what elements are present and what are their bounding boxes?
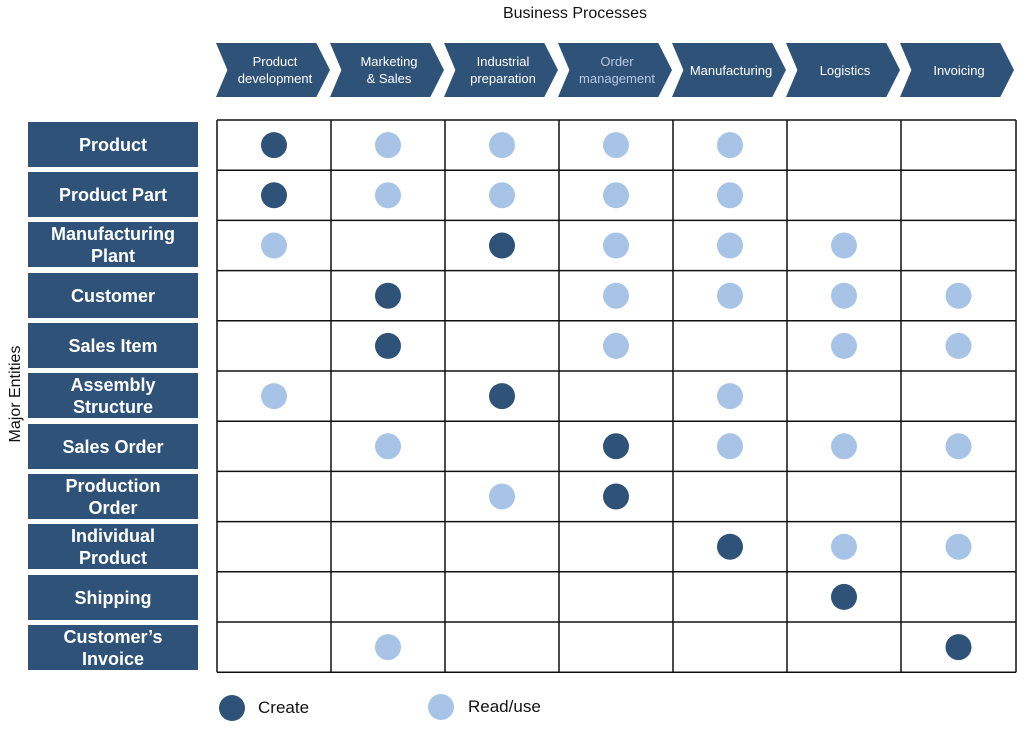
process-label: Marketing & Sales <box>360 54 418 86</box>
read-marker <box>945 433 972 460</box>
process-label: Industrial preparation <box>470 54 536 86</box>
read-marker <box>831 433 857 460</box>
read-marker <box>831 533 857 560</box>
create-marker <box>375 332 401 359</box>
entity-label: Customer <box>70 285 155 306</box>
process-label: Invoicing <box>933 62 985 78</box>
entity-8: Individual Product <box>28 524 198 569</box>
create-marker <box>603 433 629 460</box>
entity-9: Shipping <box>28 575 198 620</box>
process-2: Industrial preparation <box>444 43 558 97</box>
read-marker <box>261 232 287 259</box>
process-label: Product development <box>237 54 313 86</box>
create-marker <box>261 182 287 209</box>
read-marker <box>375 182 401 209</box>
read-marker <box>831 282 857 309</box>
read-marker <box>717 282 743 309</box>
entity-label: Manufacturing Plant <box>51 223 175 266</box>
read-marker <box>375 433 401 460</box>
read-marker <box>375 132 401 159</box>
entity-label: Customer’s Invoice <box>63 626 163 669</box>
read-marker <box>489 182 515 209</box>
process-1: Marketing & Sales <box>330 43 444 97</box>
read-marker <box>603 332 629 359</box>
process-label: Order management <box>579 54 655 86</box>
entity-2: Manufacturing Plant <box>28 222 198 267</box>
entity-label: Shipping <box>74 587 152 608</box>
read-marker <box>603 232 629 259</box>
create-marker <box>375 282 401 309</box>
create-marker <box>603 483 629 510</box>
read-marker <box>831 332 857 359</box>
entity-10: Customer’s Invoice <box>28 625 198 670</box>
entity-label: Individual Product <box>70 525 155 568</box>
process-label: Logistics <box>819 62 871 78</box>
read-marker <box>945 533 972 560</box>
entity-3: Customer <box>28 273 198 318</box>
entity-4: Sales Item <box>28 323 198 368</box>
create-marker <box>489 232 515 259</box>
read-marker <box>717 433 743 460</box>
read-marker <box>603 182 629 209</box>
process-5: Logistics <box>786 43 900 97</box>
process-6: Invoicing <box>900 43 1014 97</box>
process-3: Order management <box>558 43 672 97</box>
chart-title: Business Processes <box>502 5 648 22</box>
entity-label: Production Order <box>65 475 161 518</box>
create-marker <box>261 132 287 159</box>
entity-6: Sales Order <box>28 424 198 469</box>
entity-0: Product <box>28 122 198 167</box>
entity-5: Assembly Structure <box>28 373 198 418</box>
process-4: Manufacturing <box>672 43 786 97</box>
process-label: Manufacturing <box>689 62 773 78</box>
entity-label: Sales Item <box>68 335 158 356</box>
read-marker <box>717 182 743 209</box>
process-header-row: Product development Marketing & Sales Indu… <box>0 0 1024 110</box>
read-marker <box>945 332 972 359</box>
read-marker <box>717 132 743 159</box>
read-marker <box>831 232 857 259</box>
entity-1: Product Part <box>28 172 198 217</box>
read-marker <box>375 634 401 661</box>
read-marker <box>603 282 629 309</box>
read-marker <box>489 483 515 510</box>
read-marker <box>945 282 972 309</box>
read-marker <box>717 232 743 259</box>
read-marker <box>489 132 515 159</box>
create-marker <box>489 383 515 410</box>
entity-label: Product <box>78 134 147 155</box>
create-marker <box>717 533 743 560</box>
read-marker <box>261 383 287 410</box>
entity-label: Assembly Structure <box>70 374 156 417</box>
read-marker <box>717 383 743 410</box>
entity-label: Sales Order <box>62 436 164 457</box>
process-0: Product development <box>216 43 330 97</box>
read-marker <box>603 132 629 159</box>
create-marker <box>831 583 857 610</box>
entity-7: Production Order <box>28 474 198 519</box>
entity-label: Product Part <box>58 184 168 205</box>
create-marker <box>945 634 972 661</box>
